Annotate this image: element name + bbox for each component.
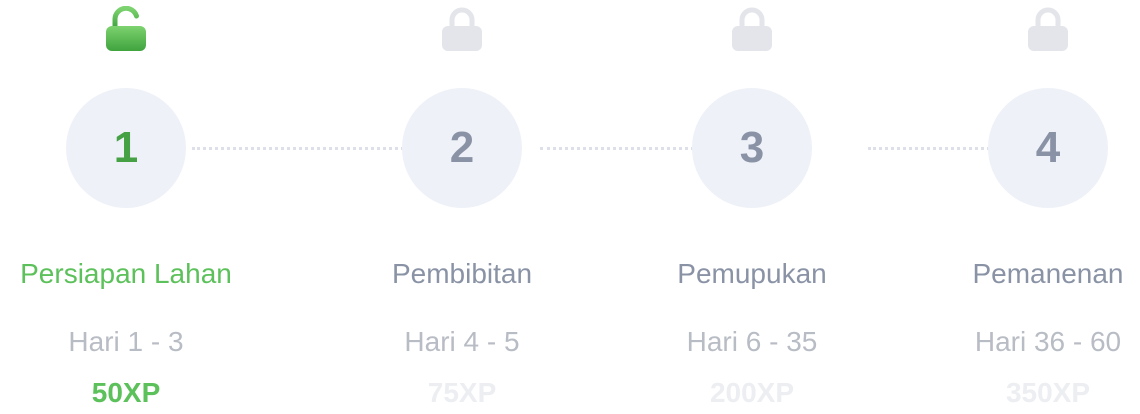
step-days: Hari 6 - 35 xyxy=(686,326,818,357)
step-xp: 75XP xyxy=(427,377,497,408)
locked-padlock-icon xyxy=(440,6,484,52)
locked-padlock-icon xyxy=(730,6,774,52)
locked-padlock-icon xyxy=(1026,6,1070,52)
step-number-circle: 2 xyxy=(402,88,522,208)
step-number-circle: 4 xyxy=(988,88,1108,208)
step-title: Pemupukan xyxy=(677,258,827,289)
step-title: Pemanenan xyxy=(972,258,1124,289)
step-number-circle: 3 xyxy=(692,88,812,208)
step-xp: 200XP xyxy=(709,377,795,408)
step-4[interactable]: 4 Pemanenan Hari 36 - 60 350XP xyxy=(918,0,1140,414)
unlocked-padlock-icon xyxy=(104,6,148,52)
step-connector xyxy=(192,147,416,150)
step-days: Hari 1 - 3 xyxy=(68,326,184,357)
step-xp: 350XP xyxy=(1005,377,1091,408)
step-title: Pembibitan xyxy=(391,258,533,289)
step-days: Hari 36 - 60 xyxy=(974,326,1122,357)
step-title: Persiapan Lahan xyxy=(20,258,232,289)
step-number-circle: 1 xyxy=(66,88,186,208)
step-connector xyxy=(868,147,1068,150)
step-connector xyxy=(540,147,706,150)
step-2[interactable]: 2 Pembibitan Hari 4 - 5 75XP xyxy=(332,0,592,414)
step-days: Hari 4 - 5 xyxy=(404,326,520,357)
step-3[interactable]: 3 Pemupukan Hari 6 - 35 200XP xyxy=(622,0,882,414)
step-1[interactable]: 1 Persiapan Lahan Hari 1 - 3 50XP xyxy=(0,0,256,414)
step-xp: 50XP xyxy=(91,377,161,408)
